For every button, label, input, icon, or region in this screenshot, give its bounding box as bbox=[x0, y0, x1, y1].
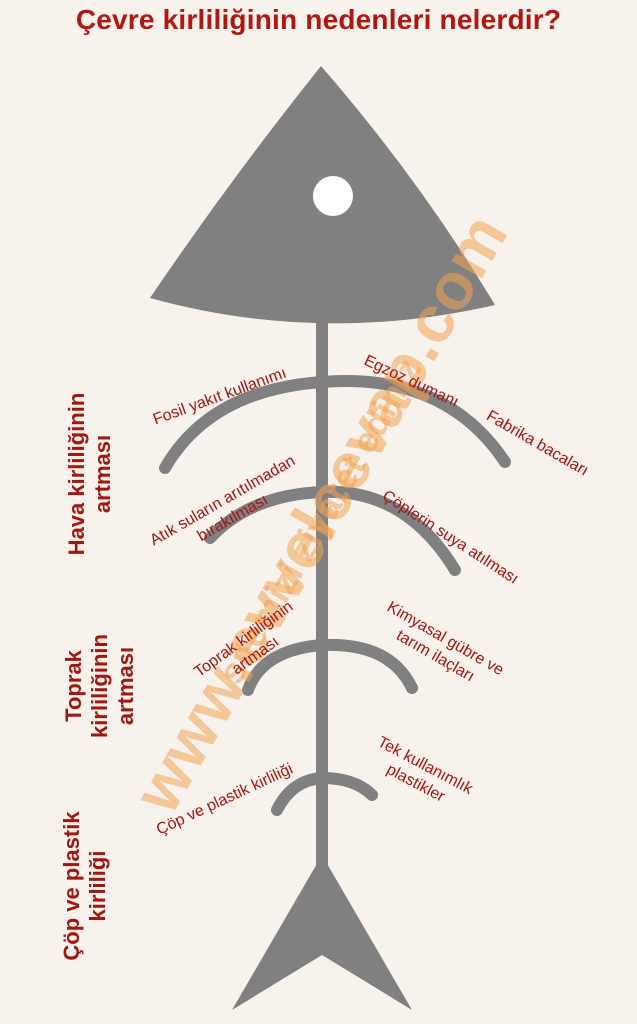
page-title: Çevre kirliliğinin nedenleri nelerdir? bbox=[75, 4, 562, 35]
category-air-pollution: Hava kirliliğinin artması bbox=[64, 364, 116, 584]
rib-4 bbox=[271, 771, 378, 816]
category-air-line-2: artması bbox=[90, 434, 115, 514]
category-plastic-pollution: Çöp ve plastik kirliliği bbox=[59, 796, 111, 976]
fish-eye bbox=[313, 176, 353, 216]
category-soil-line-2: kirliliğinin bbox=[87, 634, 112, 738]
rib-3 bbox=[242, 638, 418, 696]
category-soil-pollution: Toprak kirliliğinin artması bbox=[61, 606, 139, 766]
fish-tail bbox=[232, 855, 412, 1010]
category-plastic-line-1: Çöp ve plastik bbox=[59, 811, 84, 961]
category-soil-line-1: Toprak bbox=[61, 650, 86, 722]
category-plastic-line-2: kirliliği bbox=[85, 850, 110, 922]
category-soil-line-3: artması bbox=[113, 646, 138, 726]
category-air-line-1: Hava kirliliğinin bbox=[64, 392, 89, 556]
rib-2 bbox=[204, 485, 461, 576]
rib-1 bbox=[159, 375, 511, 474]
